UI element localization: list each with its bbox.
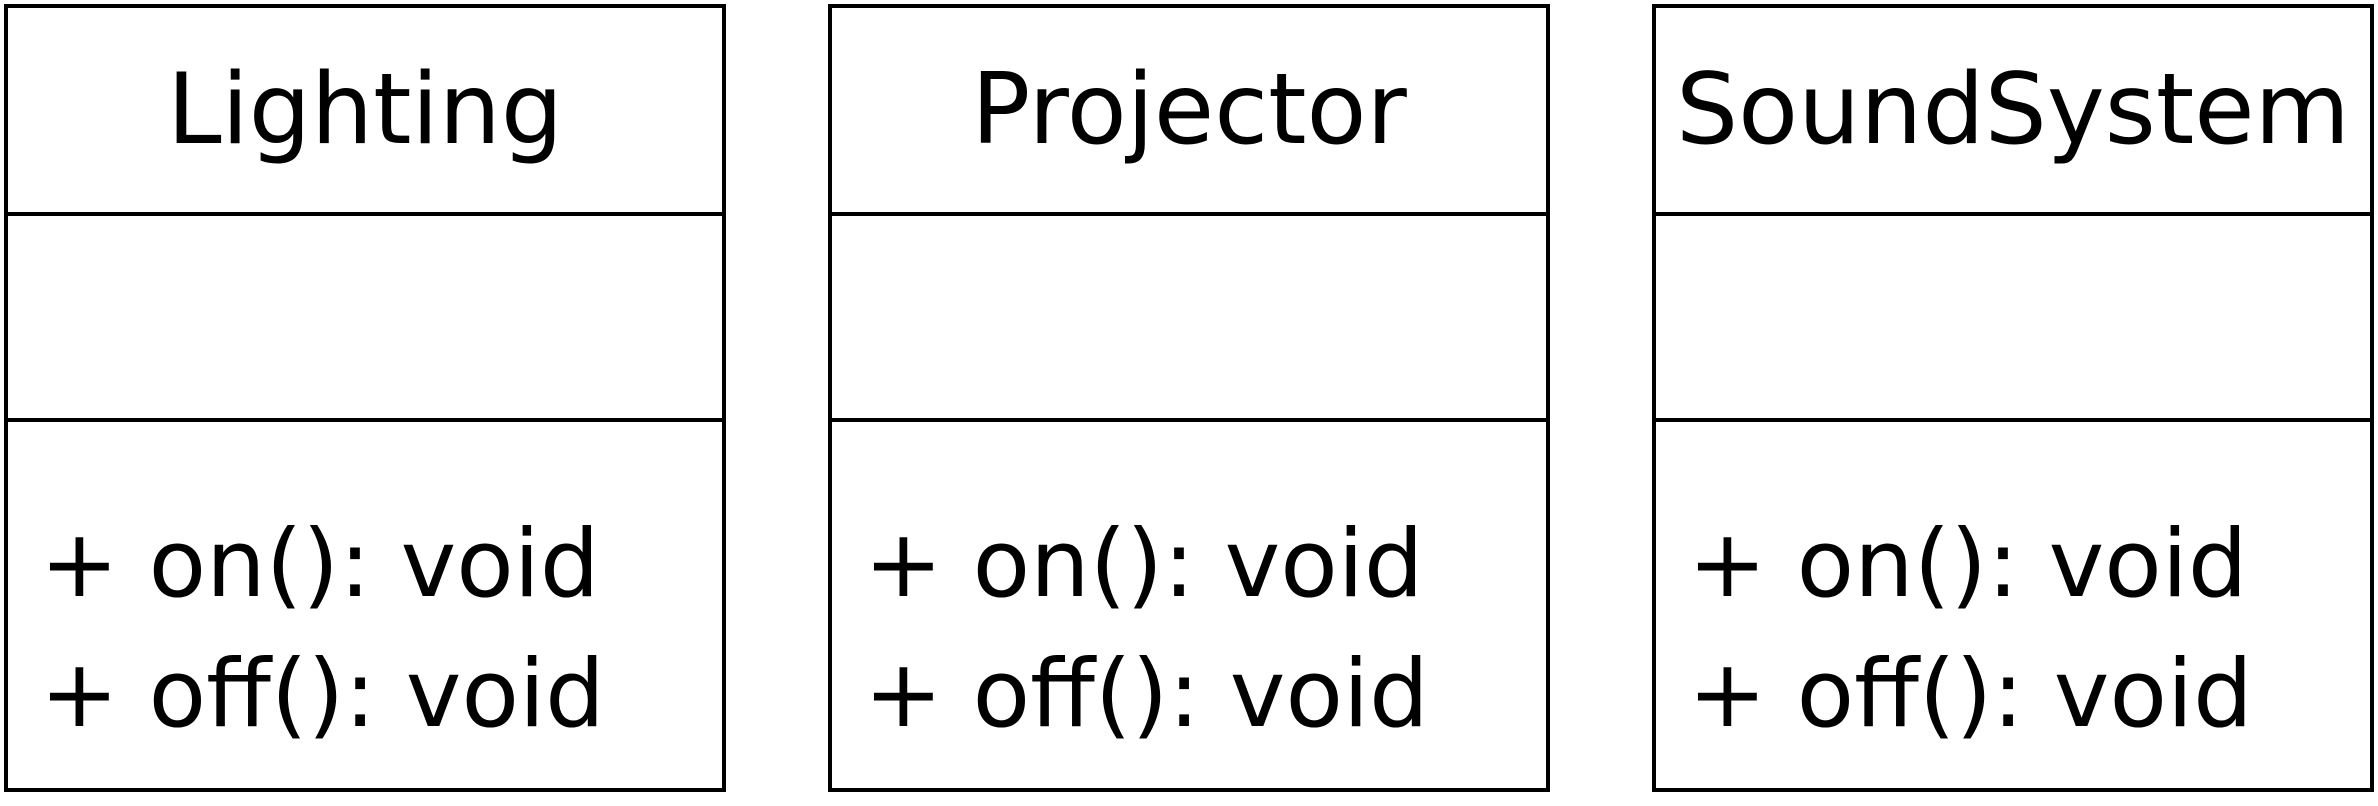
- class-box-soundsystem: SoundSystem + on(): void + off(): void: [1652, 4, 2374, 792]
- class-box-projector: Projector + on(): void + off(): void: [828, 4, 1550, 792]
- class-box-lighting: Lighting + on(): void + off(): void: [4, 4, 726, 792]
- operation-off: + off(): void: [864, 640, 1429, 749]
- attributes-compartment: [1656, 216, 2370, 422]
- operation-on: + on(): void: [864, 510, 1424, 619]
- operation-off: + off(): void: [40, 640, 605, 749]
- operations-compartment: + on(): void + off(): void: [1656, 422, 2370, 788]
- class-name: Lighting: [8, 8, 722, 216]
- operations-compartment: + on(): void + off(): void: [8, 422, 722, 788]
- operation-on: + on(): void: [1688, 510, 2248, 619]
- attributes-compartment: [832, 216, 1546, 422]
- operation-on: + on(): void: [40, 510, 600, 619]
- operations-compartment: + on(): void + off(): void: [832, 422, 1546, 788]
- operation-off: + off(): void: [1688, 640, 2253, 749]
- attributes-compartment: [8, 216, 722, 422]
- class-name: SoundSystem: [1656, 8, 2370, 216]
- class-name: Projector: [832, 8, 1546, 216]
